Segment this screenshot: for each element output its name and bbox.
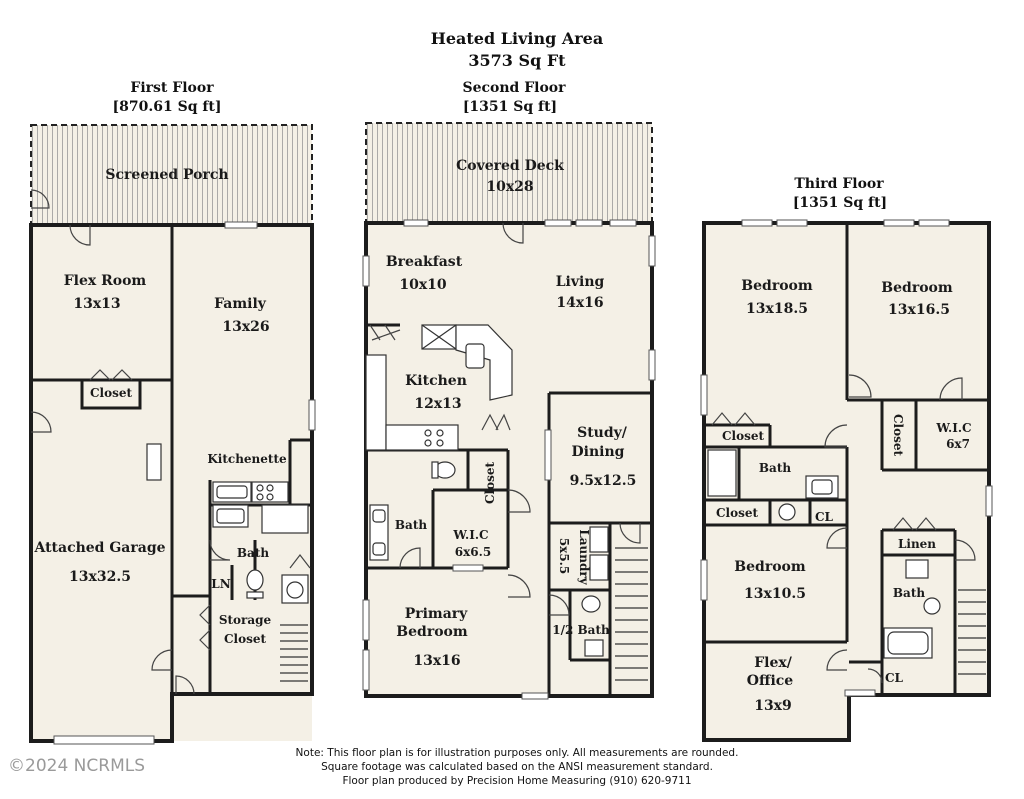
kitchenette-label: Kitchenette — [207, 452, 287, 466]
third-floor-stairs — [958, 589, 986, 675]
laundry-size: 5x5.5 — [557, 538, 571, 574]
garage-size: 13x32.5 — [69, 569, 131, 585]
second-wic-size: 6x6.5 — [455, 545, 491, 559]
screened-porch — [31, 125, 312, 225]
bedroom-1-size: 13x18.5 — [746, 301, 808, 317]
study-label: Study/ — [577, 425, 628, 441]
third-closet-a-label: Closet — [722, 429, 765, 443]
note-line-3: Floor plan produced by Precision Home Me… — [342, 775, 691, 787]
second-floor-title: Second Floor — [462, 80, 566, 96]
total-area: 3573 Sq Ft — [468, 51, 566, 70]
study-size: 9.5x12.5 — [570, 473, 637, 489]
note-line-2: Square footage was calculated based on t… — [321, 761, 713, 773]
half-bath-label: 1/2 Bath — [552, 623, 610, 637]
bedroom-3-label: Bedroom — [734, 559, 806, 575]
family-label: Family — [214, 296, 267, 312]
living-size: 14x16 — [556, 295, 603, 311]
living-label: Living — [556, 274, 605, 290]
bedroom-3-size: 13x10.5 — [744, 586, 806, 602]
third-cl-b-label: CL — [885, 671, 904, 685]
bedroom-2-label: Bedroom — [881, 280, 953, 296]
second-floor: Second Floor [1351 Sq ft] — [362, 80, 656, 700]
primary-size: 13x16 — [413, 653, 460, 669]
second-bath-label: Bath — [395, 518, 427, 532]
breakfast-size: 10x10 — [399, 277, 447, 293]
third-bath-b-label: Bath — [893, 586, 925, 600]
primary-bedroom-label: Bedroom — [396, 624, 468, 640]
flex-room-label: Flex Room — [64, 273, 147, 289]
first-floor-area: [870.61 Sq ft] — [113, 99, 222, 115]
screened-porch-label: Screened Porch — [105, 167, 228, 183]
bedroom-1-label: Bedroom — [741, 278, 813, 294]
flex-label: Flex/ — [754, 655, 793, 671]
third-closet-c-label: Closet — [891, 414, 905, 457]
garage-label: Attached Garage — [33, 540, 165, 556]
first-bath-label: Bath — [237, 546, 269, 560]
third-floor: Third Floor [1351 Sq ft] — [700, 176, 993, 742]
covered-deck-size: 10x28 — [486, 179, 533, 195]
second-floor-stairs — [615, 547, 648, 681]
kitchen-label: Kitchen — [405, 373, 467, 389]
primary-label: Primary — [405, 606, 468, 622]
second-floor-area: [1351 Sq ft] — [463, 99, 557, 115]
third-floor-area: [1351 Sq ft] — [793, 195, 887, 211]
third-floor-title: Third Floor — [794, 176, 884, 192]
first-floor-title: First Floor — [130, 80, 214, 96]
dining-label: Dining — [572, 444, 625, 460]
third-wic-label: W.I.C — [935, 421, 971, 435]
closet-label: Closet — [90, 386, 133, 400]
plan-title: Heated Living Area — [431, 29, 603, 48]
third-cl-a-label: CL — [815, 510, 834, 524]
linen-label: LN — [211, 577, 230, 591]
third-wic-size: 6x7 — [946, 437, 970, 451]
flex-size: 13x9 — [754, 698, 792, 714]
kitchen-size: 12x13 — [414, 396, 461, 412]
first-floor: First Floor [870.61 Sq ft] — [29, 80, 316, 745]
breakfast-label: Breakfast — [386, 254, 463, 270]
covered-deck — [366, 123, 652, 223]
second-closet-label: Closet — [483, 462, 497, 505]
note-line-1: Note: This floor plan is for illustratio… — [296, 747, 739, 759]
storage-label: Storage — [219, 613, 272, 627]
first-floor-stairs — [280, 624, 308, 682]
second-wic-label: W.I.C — [452, 528, 488, 542]
laundry-label: Laundry — [577, 529, 591, 585]
covered-deck-label: Covered Deck — [456, 158, 564, 174]
third-closet-b-label: Closet — [716, 506, 759, 520]
family-size: 13x26 — [222, 319, 269, 335]
watermark: ©2024 NCRMLS — [8, 756, 145, 776]
storage-closet-label: Closet — [224, 632, 267, 646]
bedroom-2-size: 13x16.5 — [888, 302, 950, 318]
flex-room-size: 13x13 — [73, 296, 120, 312]
third-bath-a-label: Bath — [759, 461, 791, 475]
office-label: Office — [747, 673, 794, 689]
linen-closet-label: Linen — [898, 537, 936, 551]
